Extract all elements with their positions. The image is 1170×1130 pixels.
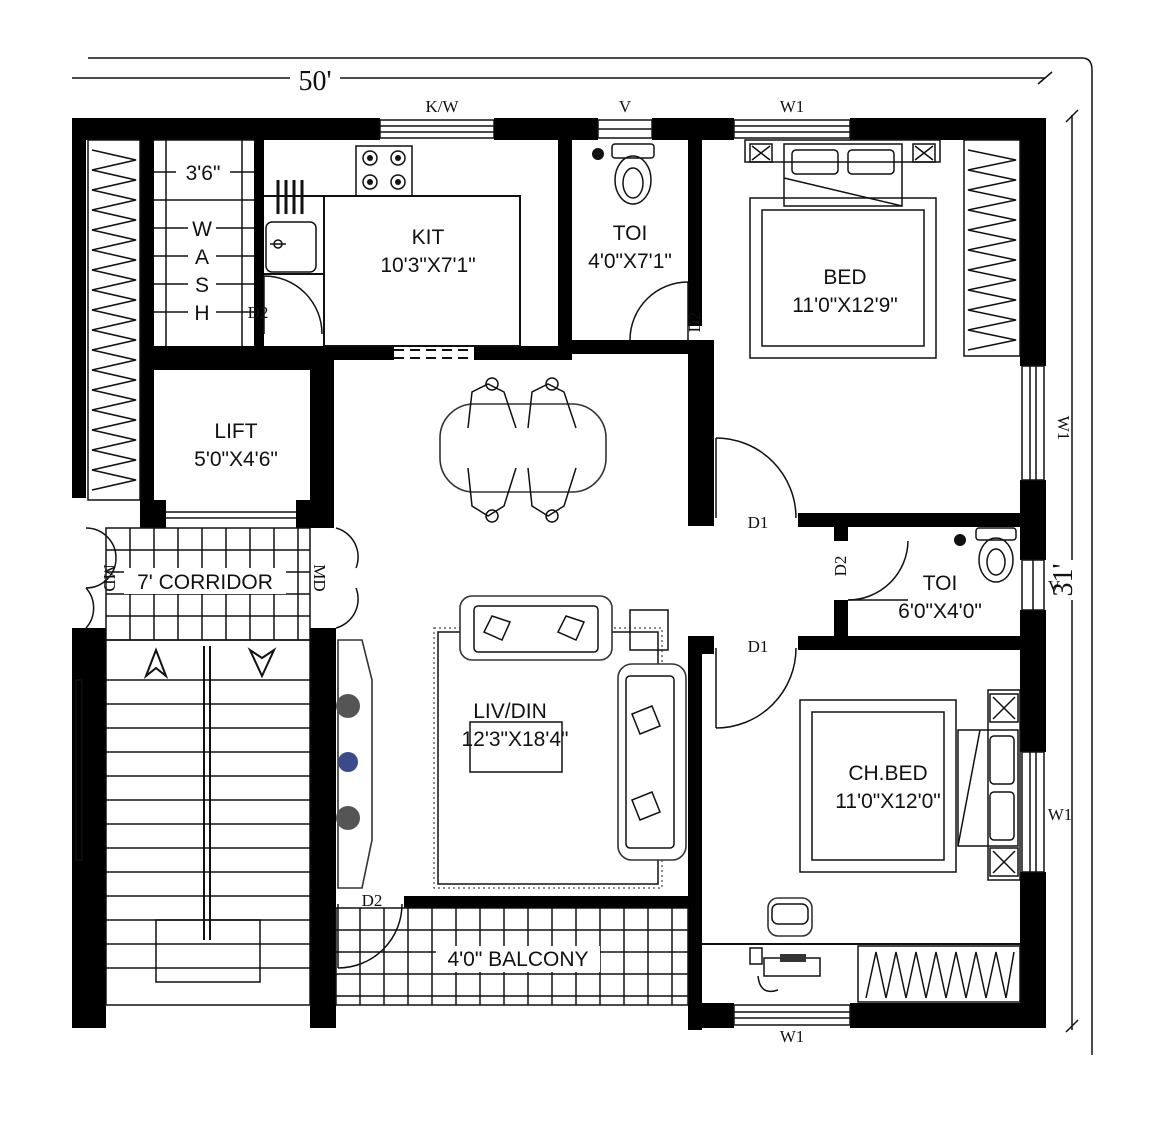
wardrobe-left: [87, 139, 141, 501]
w1-chbed-side-label: W1: [1048, 805, 1073, 824]
wash-letter-s: S: [195, 274, 209, 297]
wash-letter-w: W: [192, 218, 212, 241]
depth-dimension: 31': [1048, 109, 1079, 1033]
wc-second-icon: [954, 527, 1017, 583]
wardrobe-bed: [963, 139, 1021, 357]
w1-top-label: W1: [780, 97, 805, 116]
chbed-icon: [799, 689, 1021, 881]
stair-down-arrow-icon: [247, 647, 277, 679]
kw-label: K/W: [425, 97, 459, 116]
tv-unit-icon: [336, 639, 373, 889]
window-w1-chbed-side: W1: [1021, 751, 1073, 873]
bed-size: 11'0"X12'9": [792, 294, 897, 317]
bedroom: BED 11'0"X12'9" D1: [715, 139, 941, 532]
dining-table-icon: [439, 377, 607, 523]
window-v-side: V: [1021, 559, 1061, 611]
stove-icon: [355, 145, 413, 197]
toilet-second-name: TOI: [923, 572, 958, 595]
windows: K/W V W1 W1 V W1: [379, 97, 1073, 1046]
bed-icon: [744, 139, 941, 359]
lift-size: 5'0"X4'6": [194, 448, 278, 471]
v-top-label: V: [619, 97, 632, 116]
living-size: 12'3"X18'4": [461, 728, 568, 751]
sofa-top-icon: [459, 595, 669, 661]
corridor: 7' CORRIDOR MD MD: [85, 527, 359, 641]
kitchen: KIT 10'3"X7'1" D2: [248, 145, 521, 359]
d1-bed-label: D1: [748, 513, 769, 532]
living-name: LIV/DIN: [473, 700, 547, 723]
corridor-label: 7' CORRIDOR: [137, 571, 273, 594]
balcony: 4'0" BALCONY D2: [335, 891, 689, 1006]
sofa-side-icon: [617, 663, 687, 861]
kitchen-size: 10'3"X7'1": [380, 254, 475, 277]
balcony-label: 4'0" BALCONY: [447, 948, 588, 971]
v-side-label: V: [1048, 577, 1061, 596]
coffee-table-icon: [469, 721, 563, 773]
child-bedroom: CH.BED 11'0"X12'0": [749, 689, 1021, 993]
sink-icon: [265, 221, 317, 273]
width-label: 50': [298, 66, 331, 97]
stair-up-arrow-icon: [143, 647, 169, 680]
chbed-size: 11'0"X12'0": [835, 790, 940, 813]
chbed-name: CH.BED: [848, 762, 927, 785]
toilet-main: TOI 4'0"X7'1" D2: [588, 143, 704, 341]
drain-rack-icon: [276, 180, 304, 214]
d2-toilet-label: D2: [685, 312, 704, 333]
depth-label: 31': [1048, 563, 1079, 596]
width-dimension: 50': [72, 57, 1093, 1055]
wc-icon: [592, 143, 655, 205]
window-w1-bed-side: W1: [1021, 365, 1073, 481]
w1-bottom-label: W1: [780, 1027, 805, 1046]
toilet-main-size: 4'0"X7'1": [588, 250, 672, 273]
living-dining: LIV/DIN 12'3"X18'4" D1: [336, 377, 797, 889]
toilet-main-name: TOI: [613, 222, 648, 245]
d2-kitchen-label: D2: [248, 303, 269, 322]
bed-name: BED: [823, 266, 866, 289]
window-v-top: V: [597, 97, 653, 139]
study-desk-icon: [749, 897, 821, 993]
window-w1-top: W1: [733, 97, 851, 139]
wash-letter-h: H: [194, 302, 209, 325]
toilet-second-size: 6'0"X4'0": [898, 600, 982, 623]
w1-bed-side-label: W1: [1054, 416, 1073, 441]
d1-chbed-label: D1: [748, 637, 769, 656]
staircase: [75, 639, 311, 1006]
toilet-second: TOI 6'0"X4'0" D2: [831, 527, 1017, 623]
kitchen-name: KIT: [412, 226, 445, 249]
wash-width-label: 3'6": [186, 162, 221, 185]
window-w1-bottom: W1: [733, 1004, 851, 1046]
window-kw: K/W: [379, 97, 495, 139]
lift-name: LIFT: [214, 420, 257, 443]
walls: [72, 118, 1046, 1030]
wash-letter-a: A: [195, 246, 209, 269]
md-left-label: MD: [100, 564, 119, 591]
md-right-label: MD: [310, 564, 329, 591]
d2-toilet-second-label: D2: [831, 556, 850, 577]
wardrobe-chbed: [857, 945, 1021, 1003]
wash-area: 3'6" W A S H: [154, 139, 254, 346]
lift: LIFT 5'0"X4'6": [166, 420, 296, 519]
d2-balcony-label: D2: [362, 891, 383, 910]
